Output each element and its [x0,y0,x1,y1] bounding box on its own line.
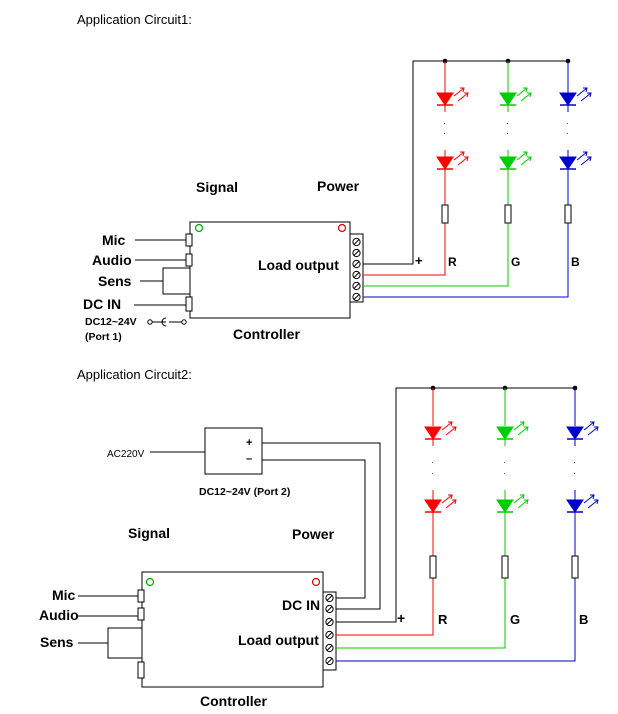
svg-text:·: · [566,129,569,138]
sens1-port [162,267,191,295]
g1-label: G [511,255,520,269]
psu-minus: – [246,453,252,465]
dcin1-label: DC IN [83,296,121,312]
load-output1-label: Load output [258,257,339,273]
mic2-port [137,589,145,603]
green-wire2 [336,578,506,649]
power1-led [337,223,347,233]
svg-text:·: · [443,129,446,138]
power1-label: Power [317,178,360,194]
power2-led [311,577,321,587]
mic2-label: Mic [52,587,76,603]
svg-text:·: · [573,469,576,478]
b1-label: B [571,255,580,269]
svg-text:·: · [566,119,569,128]
audio2-port [137,607,145,621]
blue-led-string2: · · [566,388,599,579]
svg-text:·: · [443,119,446,128]
psu-plus: + [246,437,252,449]
green-wire1 [363,223,509,287]
g2-label: G [510,612,520,627]
red-wire1 [363,223,446,276]
dcin2-label: DC IN [282,597,320,613]
svg-text:·: · [503,458,506,467]
sens2-port [107,627,143,659]
power2-label: Power [292,526,335,542]
dcin1-port [185,296,193,312]
controller2-box [141,571,324,688]
svg-text:·: · [506,119,509,128]
blue-wire1 [363,223,569,298]
green-led-string1: · · [499,61,532,224]
aux2-port [137,661,145,679]
red-led-string1: · · [436,61,469,224]
blue-led-string1: · · [559,61,592,224]
psu-label: DC12~24V (Port 2) [199,486,290,498]
psu-box [204,427,263,475]
controller2-label: Controller [200,693,267,709]
signal2-led [145,577,155,587]
ac-label: AC220V [107,449,145,460]
blue-wire2 [336,578,576,662]
svg-text:·: · [431,458,434,467]
controller1-label: Controller [233,326,300,342]
audio1-port [185,253,193,267]
b2-label: B [579,612,588,627]
svg-text:·: · [431,469,434,478]
circuit2-heading: Application Circuit2: [77,367,192,382]
audio2-label: Audio [39,607,79,623]
svg-text:·: · [506,129,509,138]
mic1-label: Mic [102,232,126,248]
r2-label: R [438,612,448,627]
port1-label: (Port 1) [85,331,122,343]
audio1-label: Audio [92,252,132,268]
terminal-block1 [349,233,364,303]
signal1-label: Signal [196,179,238,195]
circuit1-heading: Application Circuit1: [77,12,192,27]
r1-label: R [448,255,457,269]
signal1-led [194,223,204,233]
red-wire2 [336,578,434,636]
sens2-label: Sens [40,634,74,650]
red-led-string2: · · [424,388,457,579]
mic1-port [185,233,193,247]
controller1-box [189,221,351,319]
signal2-label: Signal [128,525,170,541]
plus2-label: + [397,610,405,626]
svg-text:·: · [573,458,576,467]
common-wire2 [336,387,575,623]
svg-text:·: · [503,469,506,478]
terminal-block2 [322,591,337,671]
plus1-label: + [415,253,423,268]
dc-plug-icon [147,317,187,327]
psu-wire-minus [262,459,366,599]
green-led-string2: · · [496,388,529,579]
load-output2-label: Load output [238,632,319,648]
psu-wire-plus [262,442,381,610]
common-wire1 [363,60,568,265]
supply1-label: DC12~24V [85,316,137,328]
sens1-label: Sens [98,273,132,289]
